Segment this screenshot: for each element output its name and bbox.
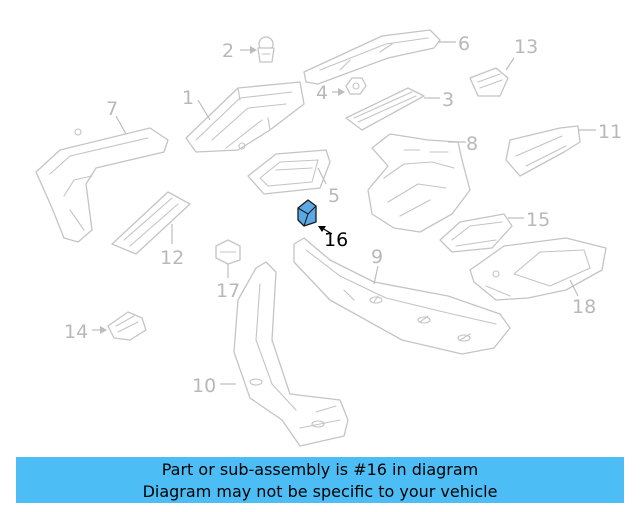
part-17-clip	[215, 239, 241, 265]
banner-line-1: Part or sub-assembly is #16 in diagram	[161, 460, 479, 479]
callout-9: 9	[371, 246, 383, 268]
part-9-long-duct	[293, 237, 511, 355]
callout-14: 14	[64, 321, 88, 343]
part-6-duct	[303, 29, 441, 85]
callout-8: 8	[466, 133, 478, 155]
part-12-small-duct	[111, 191, 191, 255]
callout-11: 11	[598, 121, 622, 143]
part-16-highlighted	[297, 199, 317, 227]
part-5-vent-outlet	[247, 149, 331, 195]
callout-16: 16	[324, 229, 348, 251]
callout-7: 7	[106, 98, 118, 120]
part-2-clip	[257, 36, 275, 63]
callout-12: 12	[160, 247, 184, 269]
part-14-small-vent	[107, 311, 147, 341]
part-7-side-duct	[35, 127, 169, 243]
part-13-small-vent	[469, 67, 509, 97]
callout-4: 4	[316, 82, 328, 104]
callout-18: 18	[572, 296, 596, 318]
leader-13	[505, 57, 515, 71]
leader-5	[317, 167, 327, 185]
callout-1: 1	[182, 87, 194, 109]
info-banner: Part or sub-assembly is #16 in diagram D…	[16, 457, 624, 503]
part-8-blower-unit	[367, 133, 471, 233]
part-10-floor-duct	[233, 261, 349, 447]
callout-15: 15	[526, 209, 550, 231]
callout-10: 10	[192, 375, 216, 397]
callout-17: 17	[216, 280, 240, 302]
banner-line-2: Diagram may not be specific to your vehi…	[142, 482, 498, 501]
part-4-nut	[345, 77, 367, 95]
part-3-grille	[345, 87, 425, 131]
leader-7	[115, 115, 127, 135]
part-15-vent	[439, 213, 513, 253]
callout-13: 13	[514, 36, 538, 58]
leader-1	[197, 99, 211, 121]
parts-diagram: 1 2 6 4 3 13 7	[35, 29, 622, 447]
callout-2: 2	[222, 40, 234, 62]
callout-3: 3	[442, 89, 454, 111]
part-11-bracket	[505, 125, 581, 177]
part-1-vent-housing	[185, 81, 305, 153]
leader-9	[373, 265, 379, 285]
leader-18	[569, 279, 579, 297]
callout-5: 5	[328, 185, 340, 207]
callout-6: 6	[458, 33, 470, 55]
